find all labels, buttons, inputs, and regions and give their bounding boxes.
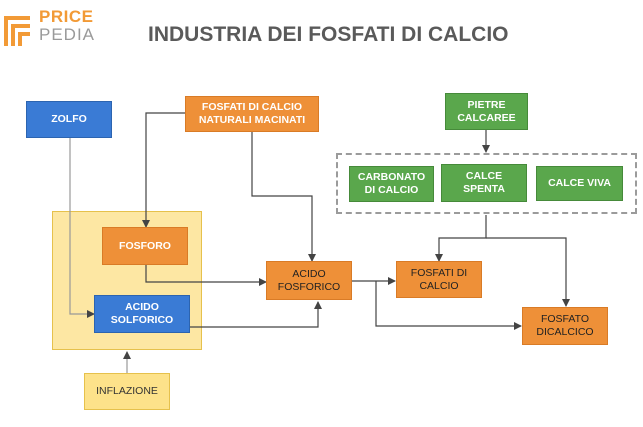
edge-fosfati-naturali-fosforo	[142, 112, 185, 228]
node-acido-fosforico: ACIDO FOSFORICO	[266, 261, 352, 300]
edge-gruppo-fosfato-dicalcico	[486, 237, 570, 307]
edge-zolfo-acido-solforico	[69, 138, 95, 318]
node-pietre-calcaree: PIETRE CALCAREE	[445, 93, 528, 130]
node-fosforo: FOSFORO	[102, 227, 188, 265]
edge-fosforo-acido-fosforico	[145, 265, 267, 286]
node-inflazione: INFLAZIONE	[84, 373, 170, 410]
logo-text-price: PRICE	[39, 7, 94, 26]
node-calce-spenta: CALCE SPENTA	[441, 164, 527, 202]
node-fosfati-naturali: FOSFATI DI CALCIO NATURALI MACINATI	[185, 96, 319, 132]
node-fosfato-dicalcico: FOSFATO DICALCICO	[522, 307, 608, 345]
group-calcium-dashed	[336, 153, 637, 214]
node-calce-viva: CALCE VIVA	[536, 166, 623, 201]
logo-text-pedia: PEDIA	[39, 25, 96, 44]
node-fosfati-calcio: FOSFATI DI CALCIO	[396, 261, 482, 298]
pricepedia-logo: PRICE PEDIA	[4, 4, 104, 48]
edge-acido-fosforico-fosfato-dicalcico	[375, 281, 522, 330]
edge-fosfati-naturali-acido-fosforico	[251, 132, 316, 262]
node-carbonato: CARBONATO DI CALCIO	[349, 166, 434, 202]
logo-mark-icon	[4, 16, 30, 46]
node-zolfo: ZOLFO	[26, 101, 112, 138]
node-acido-solforico: ACIDO SOLFORICO	[94, 295, 190, 333]
page-title: INDUSTRIA DEI FOSFATI DI CALCIO	[148, 23, 509, 46]
edge-gruppo-fosfati-calcio	[435, 215, 487, 262]
edge-acido-solforico-acido-fosforico	[190, 301, 322, 328]
